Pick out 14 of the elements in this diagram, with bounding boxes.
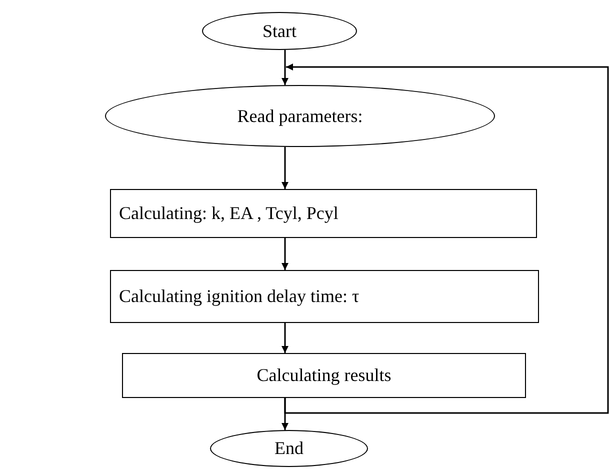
arrow <box>284 64 609 414</box>
arrow <box>282 50 288 85</box>
node-label: End <box>274 437 304 460</box>
arrow <box>282 147 288 189</box>
node-label: Calculating: k, EA , Tcyl, Pcyl <box>119 202 338 225</box>
process-box <box>110 189 537 238</box>
node-label: Read parameters: <box>237 104 363 128</box>
arrow <box>282 323 288 353</box>
arrow <box>282 238 288 270</box>
node-label: Calculating results <box>256 364 392 387</box>
node-label: Start <box>262 20 296 42</box>
node-label: Calculating ignition delay time: τ <box>119 285 360 308</box>
process-box <box>110 270 539 323</box>
process-box <box>122 353 526 398</box>
